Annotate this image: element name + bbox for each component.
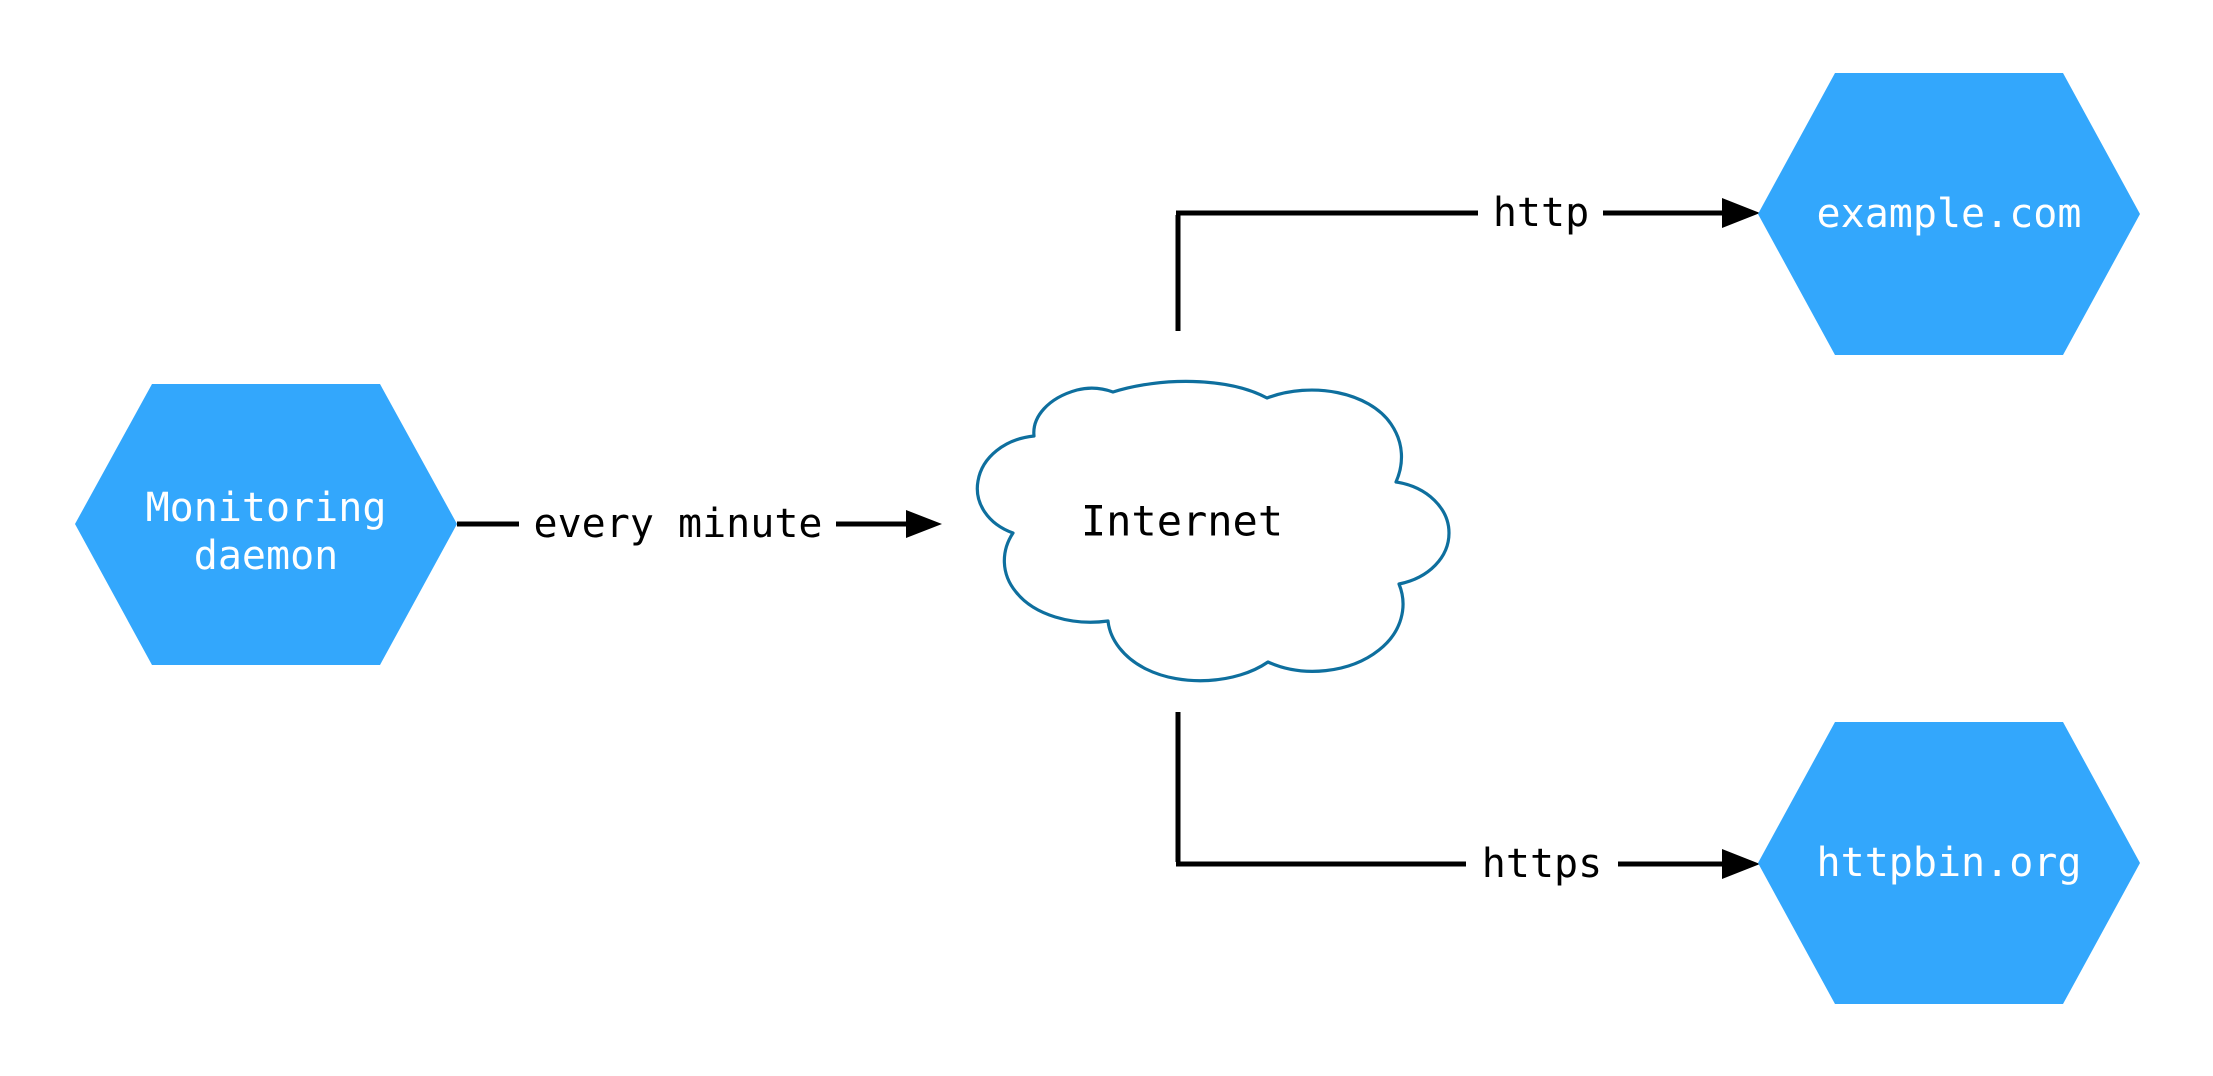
httpbin-org-hexagon[interactable] bbox=[1758, 722, 2140, 1004]
monitoring-daemon-label-line1: Monitoring bbox=[146, 485, 387, 531]
node-example-com[interactable]: example.com bbox=[1758, 73, 2140, 355]
monitoring-daemon-hexagon[interactable] bbox=[75, 384, 457, 665]
edge-internet-to-example: http bbox=[1175, 190, 1760, 331]
edge-label-every-minute: every minute bbox=[534, 501, 823, 547]
internet-cloud-shape[interactable] bbox=[975, 379, 1451, 683]
edge-internet-to-httpbin: https bbox=[1175, 712, 1760, 887]
arrow-head-daemon-internet bbox=[906, 510, 942, 538]
arrow-head-httpbin bbox=[1722, 849, 1760, 879]
example-com-hexagon[interactable] bbox=[1758, 73, 2140, 355]
node-httpbin-org[interactable]: httpbin.org bbox=[1758, 722, 2140, 1004]
httpbin-org-label: httpbin.org bbox=[1817, 840, 2082, 886]
internet-label: Internet bbox=[1081, 497, 1283, 546]
node-internet[interactable]: Internet bbox=[975, 379, 1451, 683]
edge-daemon-to-internet: every minute bbox=[457, 501, 942, 547]
example-com-label: example.com bbox=[1817, 191, 2082, 237]
edge-label-http: http bbox=[1493, 190, 1589, 236]
node-monitoring-daemon[interactable]: Monitoring daemon bbox=[75, 384, 457, 665]
monitoring-daemon-label-line2: daemon bbox=[194, 533, 339, 579]
arrow-head-example bbox=[1722, 198, 1760, 228]
edge-label-https: https bbox=[1482, 841, 1602, 887]
